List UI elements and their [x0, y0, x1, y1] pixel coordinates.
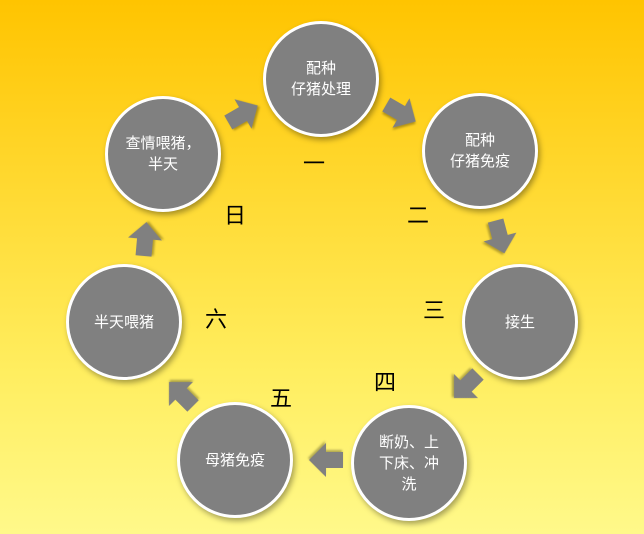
arrow-right-icon — [220, 91, 266, 137]
node-line: 查情喂猪， — [125, 134, 201, 152]
node-line: 半天喂猪 — [93, 312, 154, 331]
day-label-monday: 一 — [303, 152, 326, 177]
node-sow-vaccination: 母猪免疫 — [177, 402, 293, 518]
node-line: 配种 — [305, 59, 336, 77]
arrow-right-icon — [479, 216, 521, 258]
node-line: 母猪免疫 — [204, 450, 265, 469]
arrow-right-icon — [378, 90, 424, 136]
node-line: 下床、冲 — [378, 453, 439, 472]
node-mating-piglet-processing: 配种 仔猪处理 — [263, 21, 379, 137]
day-label-wednesday: 三 — [423, 299, 446, 324]
arrow-right-icon — [309, 443, 343, 477]
node-line: 洗 — [401, 474, 417, 493]
node-line: 仔猪免疫 — [449, 152, 510, 170]
day-label-sunday: 日 — [224, 204, 247, 229]
node-line: 断奶、上 — [378, 432, 439, 451]
node-line: 接生 — [504, 312, 535, 331]
node-line: 仔猪处理 — [290, 80, 351, 98]
day-label-thursday: 四 — [374, 371, 397, 396]
node-mating-piglet-vaccination: 配种 仔猪免疫 — [422, 93, 538, 209]
day-label-saturday: 六 — [205, 308, 228, 333]
node-line: 半天 — [147, 155, 178, 173]
day-label-friday: 五 — [270, 387, 293, 412]
arrow-right-icon — [442, 362, 490, 410]
day-label-tuesday: 二 — [407, 204, 430, 229]
node-line: 配种 — [464, 131, 495, 149]
node-half-day-feeding: 半天喂猪 — [66, 264, 182, 380]
arrow-right-icon — [127, 221, 164, 258]
node-estrus-check-feeding: 查情喂猪， 半天 — [105, 96, 221, 212]
node-farrowing: 接生 — [462, 264, 578, 380]
node-weaning-bed-wash: 断奶、上 下床、冲 洗 — [351, 405, 467, 521]
arrow-right-icon — [157, 370, 205, 418]
